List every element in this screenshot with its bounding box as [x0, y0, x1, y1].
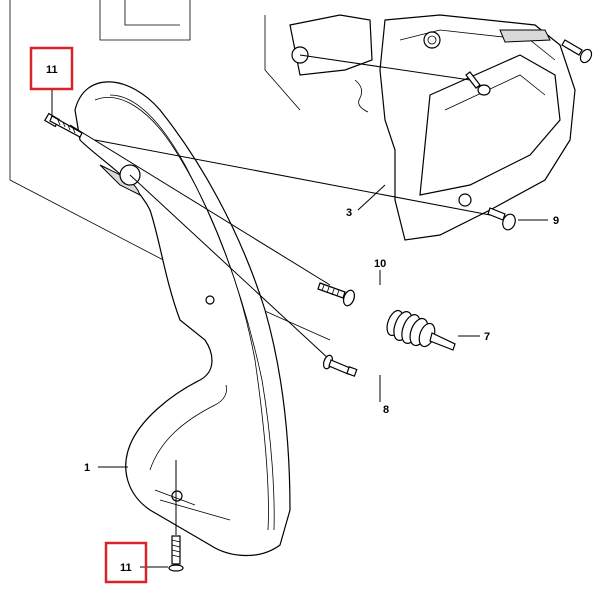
chainsaw-body	[289, 14, 576, 241]
bolt-11-top	[43, 112, 83, 138]
callout-8: 8	[383, 404, 389, 416]
bolt-9	[487, 207, 516, 231]
spring-7	[386, 309, 456, 351]
highlight-box-11-bottom	[104, 541, 148, 584]
callout-11-bottom: 11	[120, 562, 132, 574]
assembly-lines	[69, 54, 491, 535]
callout-10: 10	[374, 258, 386, 270]
callout-leaders	[51, 88, 548, 568]
callout-7: 7	[484, 331, 490, 343]
callout-9: 9	[553, 215, 559, 227]
callout-1: 1	[84, 462, 90, 474]
bolt-8	[322, 354, 358, 377]
highlight-box-11-top	[29, 46, 74, 91]
bolt-11-bottom	[168, 535, 184, 572]
callout-3: 3	[346, 207, 352, 219]
bolt-10	[317, 282, 356, 307]
callout-11-top: 11	[46, 64, 58, 76]
bolt-top-right	[465, 39, 593, 96]
front-handle	[74, 81, 291, 557]
